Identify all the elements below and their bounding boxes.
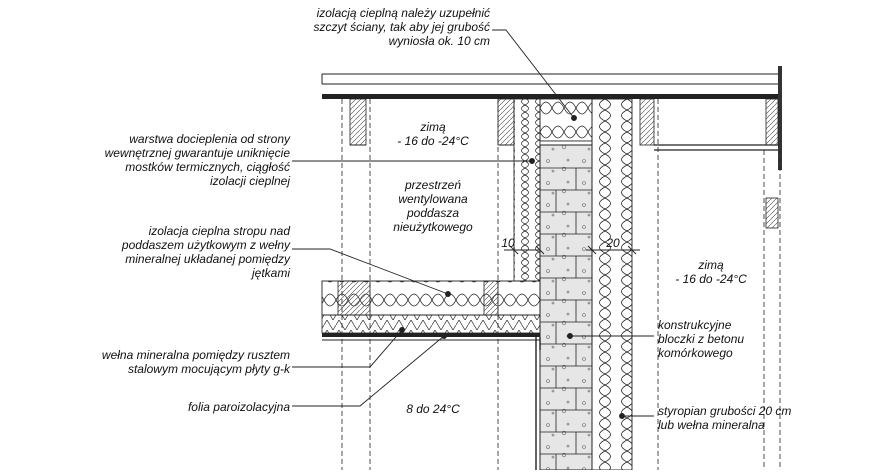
attic-space-label: przestrzeń wentylowana poddasza nieużytk… (393, 178, 473, 234)
inner-thickness-dimension: 10 (501, 236, 515, 250)
room-temperature-label: 8 do 24°C (406, 402, 460, 416)
outside-temperature-label: zimą - 16 do -24°C (675, 258, 747, 286)
vapor-barrier-annotation: folia paroizolacyjna (187, 400, 290, 414)
inner-insulation-annotation: warstwa docieplenia od strony wewnętrzne… (104, 132, 290, 188)
blocks-annotation: konstrukcyjne bloczki z betonu komórkowe… (658, 318, 745, 360)
styrofoam-annotation: styropian grubości 20 cm lub wełna miner… (658, 404, 792, 432)
top-note-annotation: izolacją cieplną należy uzupełnić szczyt… (313, 6, 490, 48)
attic-temperature-label: zimą - 16 do -24°C (397, 120, 469, 148)
ceiling-insulation-annotation: izolacja cieplna stropu nad poddaszem uż… (121, 224, 290, 280)
wool-between-rails-annotation: wełna mineralna pomiędzy rusztem stalowy… (101, 348, 290, 376)
outer-thickness-dimension: 20 (606, 236, 620, 250)
